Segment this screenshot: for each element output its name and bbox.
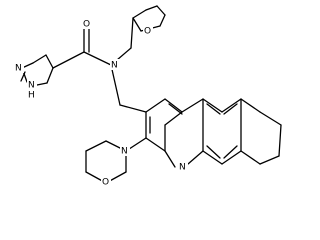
bond bbox=[164, 98, 183, 113]
bond bbox=[52, 51, 85, 69]
atom-label-o-morpholine: O bbox=[102, 178, 109, 188]
bond bbox=[116, 47, 132, 61]
bond bbox=[278, 124, 282, 157]
molecule-structure-diagram: O N O N N H N N O bbox=[14, 5, 282, 188]
label-background bbox=[110, 59, 120, 70]
bond bbox=[36, 82, 48, 86]
bond bbox=[206, 103, 221, 115]
bond bbox=[156, 5, 166, 16]
bond bbox=[202, 98, 223, 113]
bond bbox=[110, 64, 121, 106]
atom-labels: O N O N N H N N O bbox=[14, 18, 188, 188]
bond bbox=[20, 71, 26, 82]
bond bbox=[145, 137, 166, 152]
bond bbox=[259, 111, 282, 126]
bond bbox=[259, 155, 280, 165]
label-background bbox=[178, 161, 188, 172]
atom-label-n-quinoline: N bbox=[179, 163, 186, 173]
bond bbox=[145, 5, 158, 11]
bond bbox=[168, 103, 183, 115]
bond bbox=[181, 98, 204, 113]
bond bbox=[85, 140, 107, 152]
label-background bbox=[14, 62, 24, 73]
label-background bbox=[120, 145, 130, 156]
atom-label-n-amide: N bbox=[111, 61, 118, 71]
bond bbox=[221, 98, 242, 113]
bond bbox=[130, 17, 134, 49]
label-background bbox=[27, 89, 37, 100]
bond bbox=[223, 145, 238, 159]
atom-label-nh-pyrazole: N bbox=[28, 81, 35, 91]
label-background bbox=[27, 79, 37, 90]
bond bbox=[221, 150, 242, 165]
bond bbox=[132, 17, 142, 32]
atom-label-n-morpholine: N bbox=[121, 147, 128, 157]
bond bbox=[46, 67, 54, 84]
bond bbox=[159, 14, 166, 27]
bond bbox=[119, 104, 147, 113]
bond bbox=[187, 150, 204, 165]
bond bbox=[132, 9, 147, 19]
bond bbox=[32, 54, 47, 64]
bond bbox=[164, 150, 176, 168]
label-background bbox=[82, 18, 92, 29]
atom-label-n-pyrazole: N bbox=[15, 64, 22, 74]
bond bbox=[145, 98, 166, 113]
bond bbox=[202, 150, 223, 165]
bond bbox=[240, 98, 261, 113]
label-background bbox=[143, 25, 153, 36]
atom-label-h-pyrazole: H bbox=[28, 91, 35, 101]
atom-label-o-carbonyl: O bbox=[83, 20, 90, 30]
label-background bbox=[101, 176, 111, 187]
bond bbox=[206, 145, 221, 159]
atom-label-o-thf: O bbox=[144, 27, 151, 37]
bond bbox=[45, 54, 54, 69]
bond bbox=[240, 150, 261, 165]
bond bbox=[83, 51, 112, 66]
bond bbox=[223, 103, 238, 115]
bond bbox=[164, 111, 183, 126]
